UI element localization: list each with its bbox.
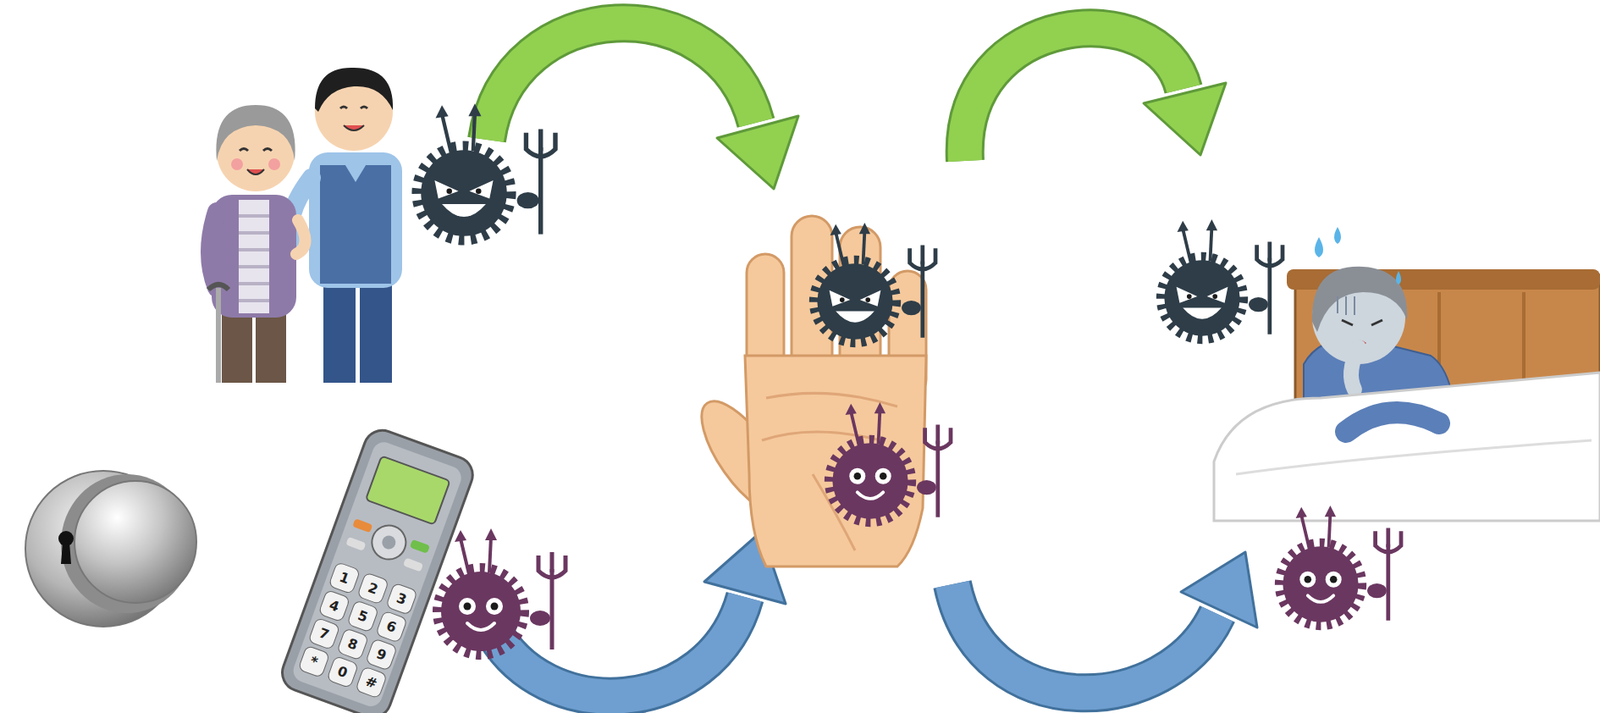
blue-arrow-part bbox=[952, 584, 1218, 693]
phone-illustration-part bbox=[365, 455, 451, 525]
germ-purple bbox=[1280, 505, 1402, 625]
green-arrow-part bbox=[486, 22, 756, 140]
sick-person-illustration-part bbox=[1346, 412, 1440, 432]
caregiver-illustration-part-part bbox=[238, 281, 270, 286]
germ-purple bbox=[438, 528, 566, 654]
phone-illustration-part bbox=[367, 520, 411, 564]
caregiver-illustration-part bbox=[209, 211, 217, 288]
keypad-key: 0 bbox=[325, 655, 359, 689]
green-arrow-part bbox=[965, 27, 1184, 161]
caregiver-illustration-part bbox=[320, 165, 392, 284]
sick-person-illustration bbox=[1213, 226, 1600, 521]
sick-person-illustration-part-part bbox=[1353, 296, 1356, 315]
hand-illustration bbox=[686, 215, 927, 567]
phone-illustration bbox=[276, 424, 478, 713]
caregiver-illustration-part bbox=[359, 279, 392, 383]
green-arrow-part bbox=[717, 115, 799, 189]
phone-illustration-part bbox=[290, 438, 465, 710]
germ-dark bbox=[418, 103, 556, 239]
blue-arrow-part bbox=[952, 584, 1218, 693]
caregiver-illustration-part bbox=[238, 215, 270, 301]
blue-arrow-part bbox=[1180, 551, 1258, 628]
phone-illustration-part bbox=[276, 424, 478, 713]
caregiver-illustration-part bbox=[238, 199, 270, 314]
caregiver-illustration-part-part bbox=[238, 298, 270, 303]
caregiver-illustration-part bbox=[247, 169, 265, 175]
caregiver-illustration-part bbox=[215, 287, 221, 383]
blue-arrow bbox=[952, 551, 1258, 693]
sick-person-illustration-part bbox=[1213, 372, 1600, 521]
sick-person-illustration-part-part bbox=[1345, 296, 1347, 315]
sick-person-illustration-part bbox=[1235, 440, 1592, 475]
doorknob-illustration-part bbox=[60, 541, 72, 564]
caregiver-illustration-part bbox=[231, 158, 243, 171]
caregiver-illustration-part bbox=[239, 148, 272, 152]
caregiver-illustration-part bbox=[314, 67, 393, 112]
caregiver-illustration bbox=[208, 67, 403, 383]
phone-illustration-part bbox=[345, 536, 366, 552]
caregiver-illustration-part bbox=[340, 106, 368, 109]
caregiver-illustration-part-part bbox=[238, 264, 270, 269]
caregiver-illustration-part bbox=[268, 158, 281, 171]
caregiver-illustration-part bbox=[296, 220, 306, 254]
doorknob-illustration bbox=[25, 470, 197, 627]
caregiver-illustration-part-part bbox=[238, 231, 270, 235]
sick-person-illustration-part bbox=[1395, 270, 1402, 285]
green-arrow-part bbox=[1143, 82, 1226, 155]
blue-arrow-part bbox=[491, 596, 745, 697]
sick-person-illustration-part bbox=[1312, 266, 1407, 332]
sick-person-illustration-part bbox=[1314, 237, 1324, 258]
doorknob-illustration-part bbox=[74, 480, 197, 603]
germ-purple bbox=[830, 402, 952, 522]
green-arrow-part bbox=[486, 22, 756, 140]
caregiver-illustration-part bbox=[255, 311, 287, 383]
sick-person-illustration-part bbox=[1351, 347, 1359, 390]
green-arrow-part bbox=[965, 27, 1184, 161]
sick-person-illustration-part bbox=[1341, 320, 1383, 326]
caregiver-illustration-part bbox=[221, 311, 253, 383]
blue-arrow-part bbox=[491, 596, 745, 697]
phone-illustration-part bbox=[409, 539, 431, 554]
sick-person-illustration-part-part bbox=[1336, 296, 1339, 314]
caregiver-illustration-part bbox=[343, 125, 365, 131]
germ-dark bbox=[1162, 219, 1284, 339]
phone-illustration-part bbox=[380, 533, 398, 552]
green-arrow bbox=[965, 27, 1226, 161]
caregiver-illustration-part bbox=[208, 284, 229, 290]
phone-illustration-part bbox=[402, 557, 424, 572]
caregiver-illustration-part bbox=[308, 152, 403, 288]
caregiver-illustration-part-part bbox=[238, 248, 270, 252]
sick-person-illustration-part bbox=[1337, 296, 1355, 315]
caregiver-illustration-part bbox=[323, 279, 356, 383]
phone-illustration-part bbox=[352, 518, 373, 533]
caregiver-illustration-part bbox=[215, 104, 295, 161]
caregiver-illustration-part bbox=[338, 154, 373, 183]
germ-dark bbox=[815, 222, 937, 343]
sick-person-illustration-part bbox=[1334, 226, 1341, 244]
keypad-key: 5 bbox=[346, 599, 380, 633]
caregiver-illustration-part-part bbox=[238, 214, 270, 218]
green-arrow bbox=[486, 22, 799, 189]
keypad-key: 8 bbox=[336, 627, 370, 661]
